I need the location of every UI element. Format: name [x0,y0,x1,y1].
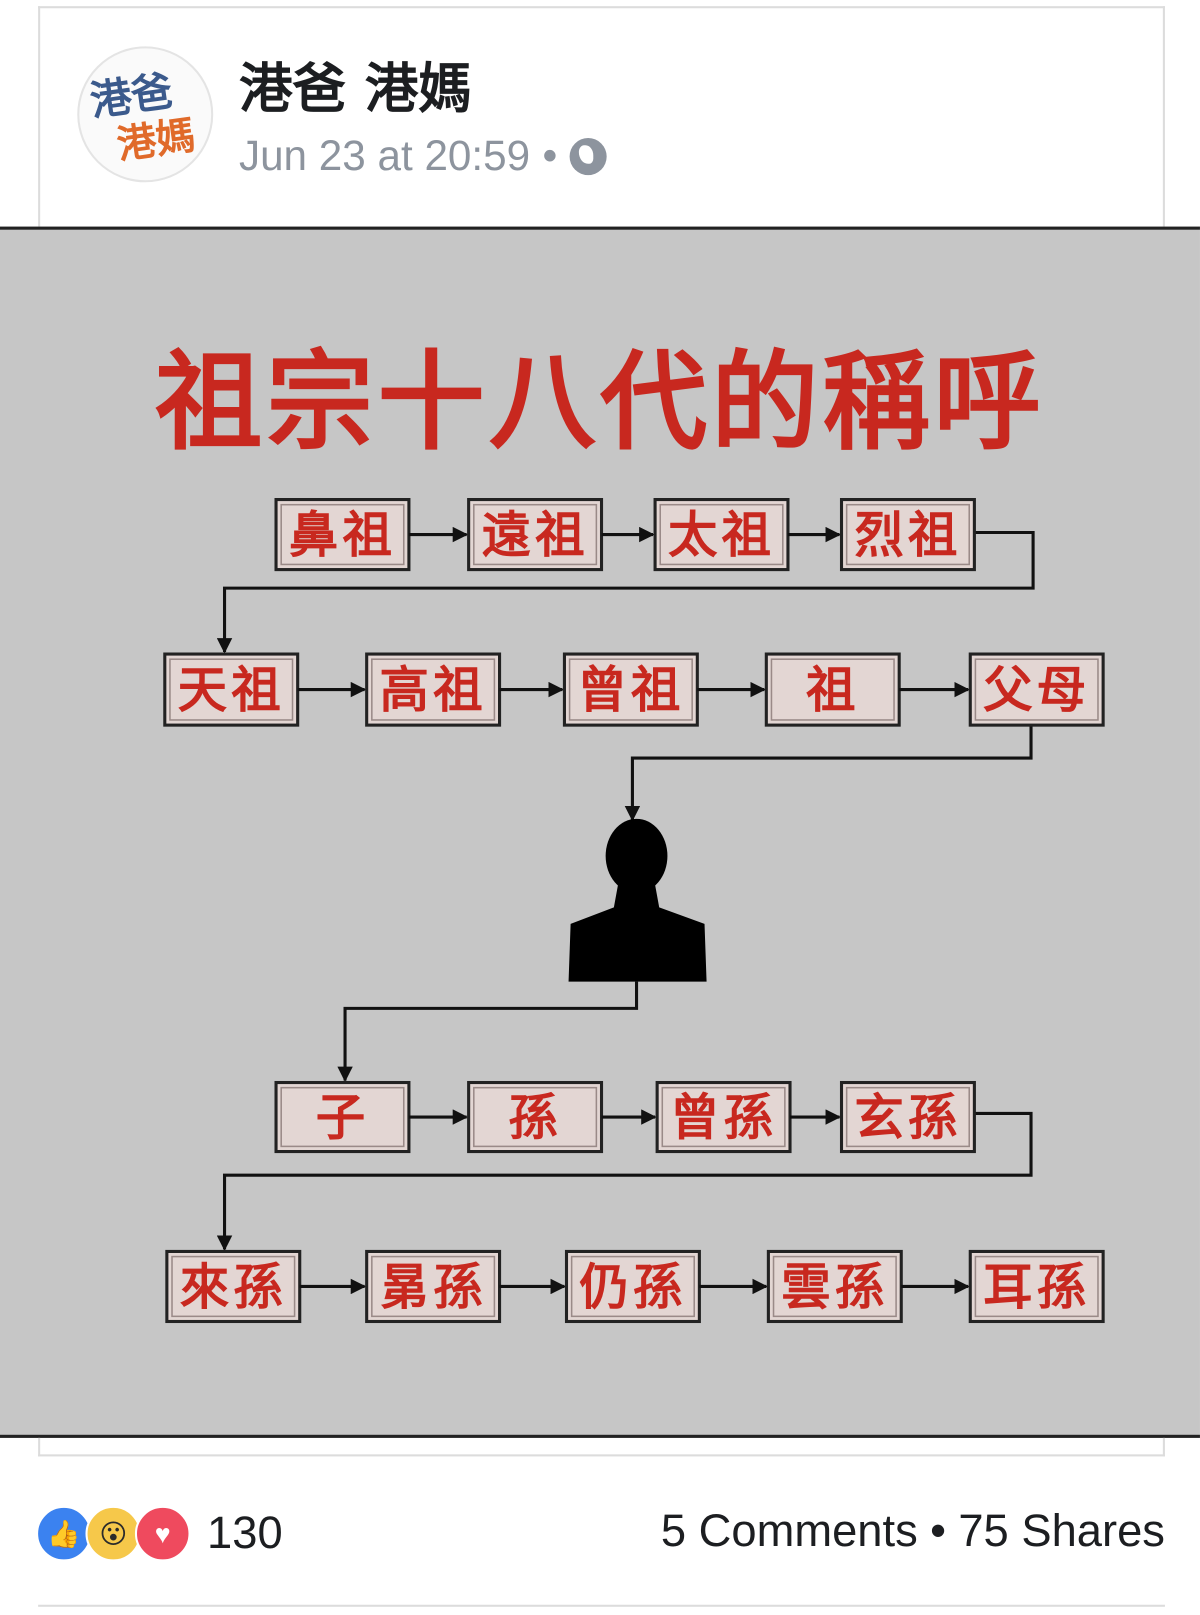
relation-box-inner-border [371,658,496,721]
page-avatar[interactable]: 港爸 港媽 [77,46,214,183]
relation-label: 晜孫 [380,1258,487,1316]
reaction-count: 130 [207,1507,283,1559]
relation-box [839,1080,976,1154]
connector-arrow [216,530,1035,654]
relation-label: 曾祖 [577,661,684,719]
relation-box [766,1249,903,1324]
relation-box [562,652,699,727]
love-icon: ♥ [134,1505,191,1562]
connector-arrow [337,981,639,1083]
relation-label: 曾孫 [670,1089,777,1147]
post-image[interactable]: 祖宗十八代的稱呼 鼻祖 遠祖 太祖 烈祖天祖 高祖 曾祖 祖 父母子 孫 曾孫 玄孫來孫 晜孫 仍孫 雲孫… [0,226,1200,1438]
post-header [38,6,1165,229]
author-name[interactable]: 港爸 港媽 [238,58,472,121]
relation-box-inner-border [280,1086,405,1148]
relation-box-inner-border [171,1255,296,1318]
connector-arrow [624,725,1033,822]
relation-label: 孫 [508,1089,562,1147]
relation-label: 遠祖 [482,506,589,564]
relation-box [839,498,976,572]
relation-label: 來孫 [180,1258,287,1316]
relation-box-inner-border [371,1255,496,1318]
relation-label: 耳孫 [983,1258,1090,1316]
wow-icon: 😮 [85,1505,142,1562]
relation-box-inner-border [661,1086,786,1148]
relation-box [968,652,1105,727]
relation-box-inner-border [570,1255,695,1318]
engagement-stats: 5 Comments • 75 Shares [661,1506,1165,1558]
relation-label: 鼻祖 [289,506,396,564]
relation-label: 子 [316,1089,370,1147]
globe-icon [569,137,607,175]
post-meta: Jun 23 at 20:59 • [239,132,607,180]
relation-box [274,1080,411,1154]
timestamp[interactable]: Jun 23 at 20:59 [238,131,531,180]
like-icon: 👍 [36,1505,92,1562]
connector-arrow [216,1111,1033,1251]
relation-box [655,1080,792,1154]
relation-label: 玄孫 [854,1089,961,1147]
person-body-icon [568,884,707,982]
relation-box-inner-border [473,503,598,566]
relation-label: 烈祖 [854,506,961,564]
relation-label: 雲孫 [781,1258,888,1316]
relation-box-inner-border [659,503,784,566]
relation-box-inner-border [280,503,405,566]
relation-label: 父母 [983,661,1090,719]
image-title: 祖宗十八代的稱呼 [154,337,1045,465]
relation-box [653,498,790,572]
meta-separator: • [542,131,558,180]
relation-label: 仍孫 [579,1258,686,1316]
comments-link[interactable]: 5 Comments [660,1505,918,1557]
relation-label: 高祖 [380,661,487,719]
relation-box-inner-border [770,658,895,721]
relation-box-inner-border [169,658,294,721]
shares-link[interactable]: 75 Shares [958,1505,1165,1557]
relation-box [163,652,300,727]
relation-box-inner-border [845,1086,971,1148]
relation-label: 天祖 [178,661,285,719]
relation-box-inner-border [568,658,693,721]
post-card-bottom [38,1437,1165,1457]
relation-box-inner-border [974,1255,1099,1318]
avatar-logo-text-bottom: 港媽 [114,112,198,168]
relation-box [968,1249,1105,1324]
person-head-icon [605,818,668,894]
relation-box-inner-border [845,503,971,566]
relation-box [467,498,604,572]
relation-box-inner-border [473,1086,598,1148]
stats-separator: • [930,1505,946,1557]
reactions-summary[interactable]: 👍 😮 ♥ 130 [36,1505,283,1562]
relation-label: 祖 [806,661,860,719]
relation-box-inner-border [974,658,1099,721]
divider [38,1604,1165,1607]
relation-box-inner-border [772,1255,897,1318]
relation-label: 太祖 [668,506,775,564]
